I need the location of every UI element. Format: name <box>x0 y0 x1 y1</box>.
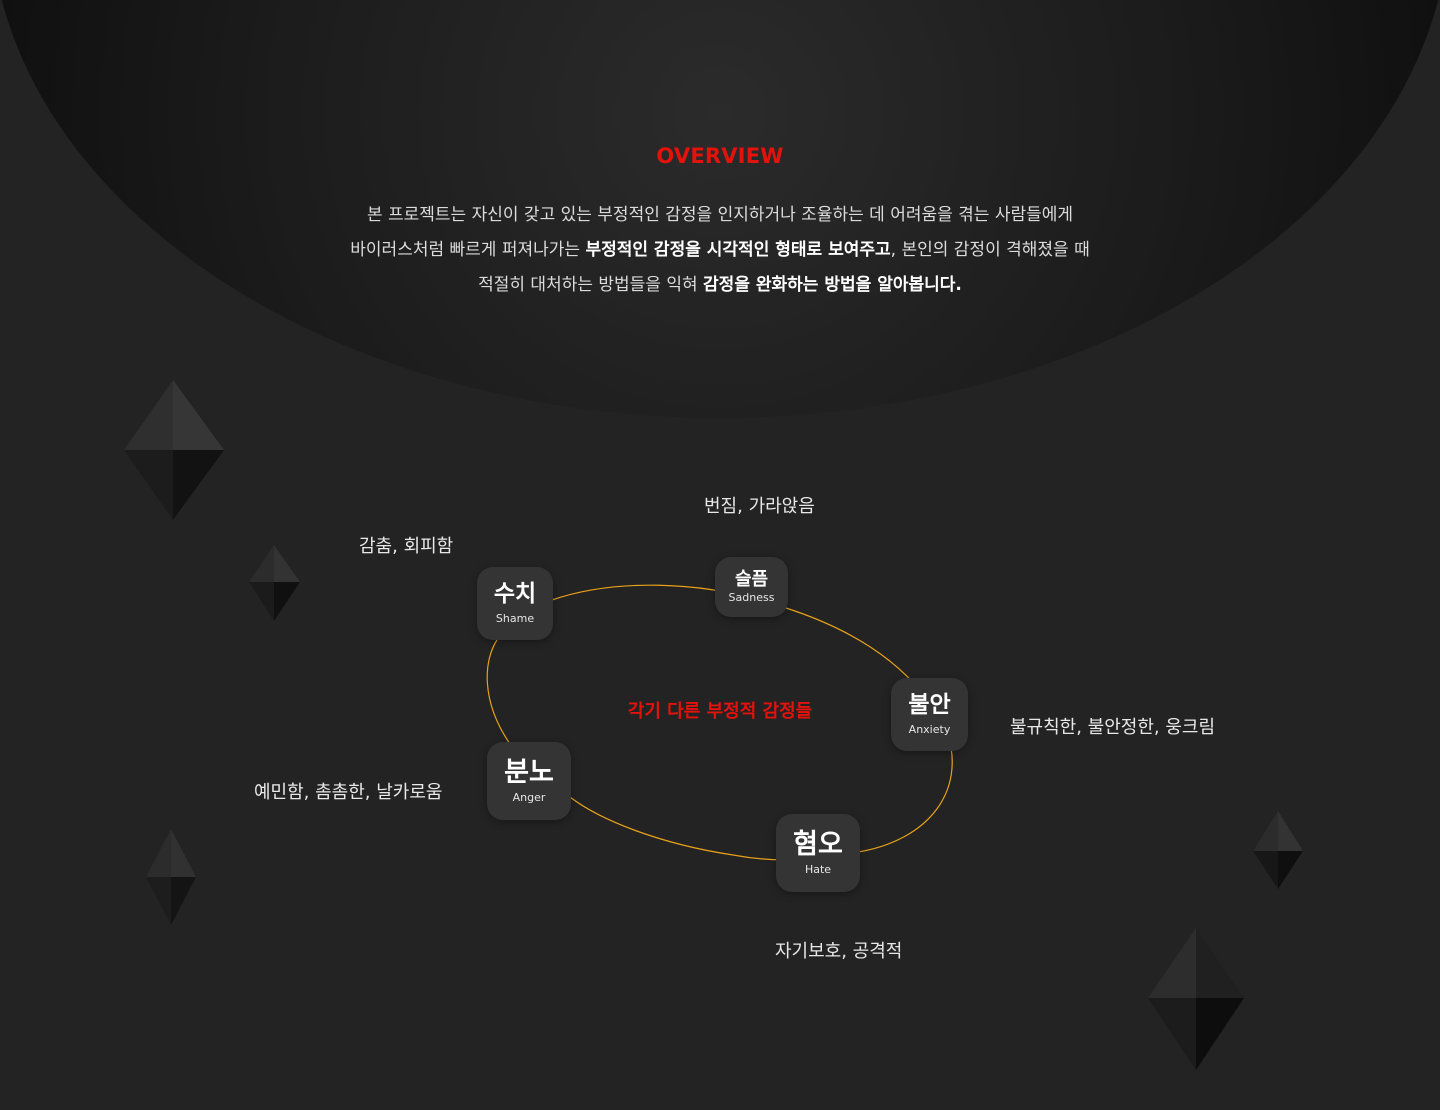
emotion-node-korean: 분노 <box>504 756 554 788</box>
overview-line-2-text: 바이러스처럼 빠르게 퍼져나가는 <box>350 240 586 260</box>
crystal-gem-icon <box>146 829 196 925</box>
emotion-description-sadness: 번짐, 가라앉음 <box>704 496 815 517</box>
emotion-node-anger: 분노 Anger <box>487 742 571 820</box>
overview-line-2-emphasis: 부정적인 감정을 시각적인 형태로 보여주고 <box>585 240 891 260</box>
emotion-node-shame: 수치 Shame <box>477 567 553 640</box>
overview-line-1-text: 본 프로젝트는 자신이 갖고 있는 부정적인 감정을 인지하거나 조율하는 데 … <box>366 205 1074 225</box>
emotion-description-anger: 예민함, 촘촘한, 날카로움 <box>254 782 443 803</box>
emotion-node-anxiety: 불안 Anxiety <box>891 678 968 751</box>
overview-title: OVERVIEW <box>656 144 784 168</box>
overview-line-2-tail: , 본인의 감정이 격해졌을 때 <box>890 240 1090 260</box>
overview-line-1: 본 프로젝트는 자신이 갖고 있는 부정적인 감정을 인지하거나 조율하는 데 … <box>0 198 1440 233</box>
emotion-description-anxiety: 불규칙한, 불안정한, 웅크림 <box>1010 717 1216 738</box>
emotion-node-english: Shame <box>495 611 535 625</box>
emotion-node-hate: 혐오 Hate <box>776 814 860 892</box>
overview-line-3: 적절히 대처하는 방법들을 익혀 감정을 완화하는 방법을 알아봅니다. <box>0 268 1440 303</box>
emotion-description-shame: 감춤, 회피함 <box>359 536 454 557</box>
emotion-node-sadness: 슬픔 Sadness <box>715 557 788 617</box>
emotion-node-english: Anger <box>512 791 546 805</box>
diagram-center-label: 각기 다른 부정적 감정들 <box>627 701 813 722</box>
emotion-node-english: Sadness <box>728 591 775 605</box>
emotion-node-english: Anxiety <box>908 722 951 736</box>
emotion-node-korean: 슬픔 <box>734 568 769 590</box>
crystal-gem-icon <box>249 545 300 621</box>
overview-description: 본 프로젝트는 자신이 갖고 있는 부정적인 감정을 인지하거나 조율하는 데 … <box>0 198 1440 303</box>
emotion-description-hate: 자기보호, 공격적 <box>775 941 903 962</box>
emotion-node-korean: 불안 <box>908 692 951 719</box>
crystal-gem-icon <box>1148 928 1244 1070</box>
crystal-gem-icon <box>1253 811 1303 889</box>
emotion-node-korean: 수치 <box>493 581 537 608</box>
emotion-node-english: Hate <box>804 863 832 877</box>
overview-line-2: 바이러스처럼 빠르게 퍼져나가는 부정적인 감정을 시각적인 형태로 보여주고,… <box>0 233 1440 268</box>
crystal-gem-icon <box>124 380 224 520</box>
overview-line-3-text: 적절히 대처하는 방법들을 익혀 <box>478 275 704 295</box>
overview-line-3-emphasis: 감정을 완화하는 방법을 알아봅니다. <box>703 275 962 295</box>
emotion-node-korean: 혐오 <box>793 828 843 860</box>
